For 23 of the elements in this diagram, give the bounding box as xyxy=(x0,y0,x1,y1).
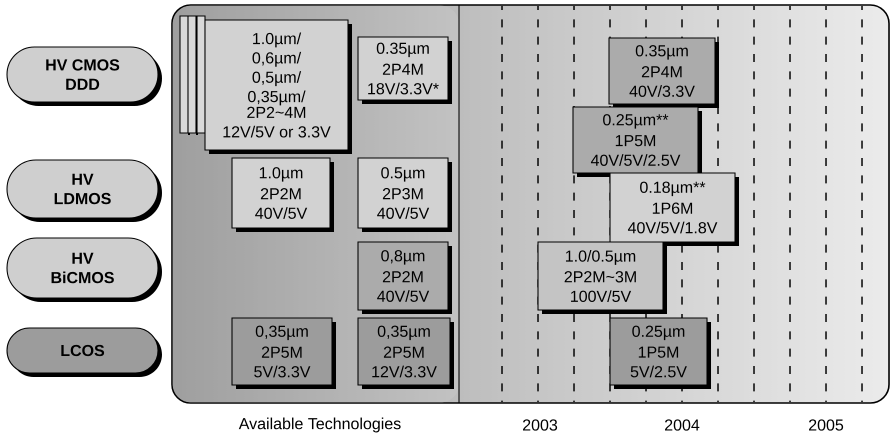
technology-box: 0,8µm 2P2M 40V/5V xyxy=(357,241,452,314)
year-label: 2005 xyxy=(809,419,844,431)
node-label: 40V/5V/2.5V xyxy=(590,154,680,166)
category-pill: LCOS xyxy=(6,327,162,377)
technology-box: 0.35µm 2P4M 18V/3.3V* xyxy=(357,36,452,104)
technology-box: 0.18µm** 1P6M 40V/5V/1.8V xyxy=(609,172,740,246)
category-pill: HV BiCMOS xyxy=(6,237,162,302)
technology-box: 1.0/0.5µm 2P2M~3M 100V/5V xyxy=(537,241,667,314)
technology-box: 0,35µm 2P5M 5V/3.3V xyxy=(231,317,336,389)
technology-box: 1.0µm 2P2M 40V/5V xyxy=(231,157,334,232)
technology-box: 0.25µm** 1P5M 40V/5V/2.5V xyxy=(572,106,702,177)
technology-box: 0.35µm 2P4M 40V/3.3V xyxy=(608,37,719,108)
node-label: 0.25µm** xyxy=(603,114,668,129)
node-label: 1P5M xyxy=(616,135,656,146)
technology-box: 0,35µm 2P5M 12V/3.3V xyxy=(357,317,454,389)
stacked-technology-box: 1.0µm/ 0,6µm/ 0,5µm/ 0,35µm/ 2P2~4M 12V/5V or 3.3V xyxy=(179,15,352,154)
technology-box: 0.25µm 1P5M 5V/2.5V xyxy=(609,317,712,389)
year-label: 2004 xyxy=(665,419,700,431)
technology-box: 0.5µm 2P3M 40V/5V xyxy=(357,157,452,232)
year-label: 2003 xyxy=(523,419,558,431)
axis-label: Available Technologies xyxy=(238,418,401,432)
category-pill: HV LDMOS xyxy=(6,159,162,222)
category-pill: HV CMOS DDD xyxy=(6,46,162,106)
